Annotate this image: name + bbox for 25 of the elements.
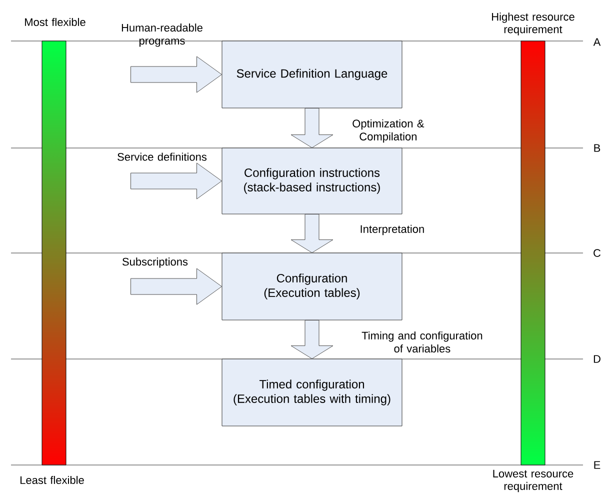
side-label: Highest resource requirement [492, 12, 574, 36]
process-box: Configuration (Execution tables) [222, 252, 402, 320]
block-arrow [290, 320, 334, 359]
level-letter: E [594, 461, 600, 469]
level-letter: B [594, 144, 600, 152]
edge-label: Optimization & Compilation [352, 119, 424, 143]
process-box: Timed configuration (Execution tables with timing) [222, 358, 402, 426]
block-arrow [290, 214, 334, 253]
block-arrow [130, 56, 222, 93]
side-label: Lowest resource requirement [493, 470, 574, 492]
block-arrow [290, 108, 334, 148]
edge-label: Subscriptions [122, 258, 188, 268]
edge-label: Service definitions [118, 152, 207, 161]
level-letter: D [594, 355, 600, 363]
level-letter: A [593, 38, 601, 46]
process-box: Service Definition Language [222, 40, 402, 108]
block-arrow [130, 162, 222, 200]
side-label: Least flexible [20, 476, 84, 484]
block-arrow [130, 268, 222, 305]
edge-label: Interpretation [360, 224, 424, 236]
edge-label: Timing and configuration of variables [362, 331, 482, 353]
side-label: Most flexible [25, 18, 86, 26]
process-box: Configuration instructions (stack-based instructions) [222, 148, 402, 214]
level-letter: C [594, 249, 601, 257]
edge-label: Human-readable programs [122, 24, 202, 47]
